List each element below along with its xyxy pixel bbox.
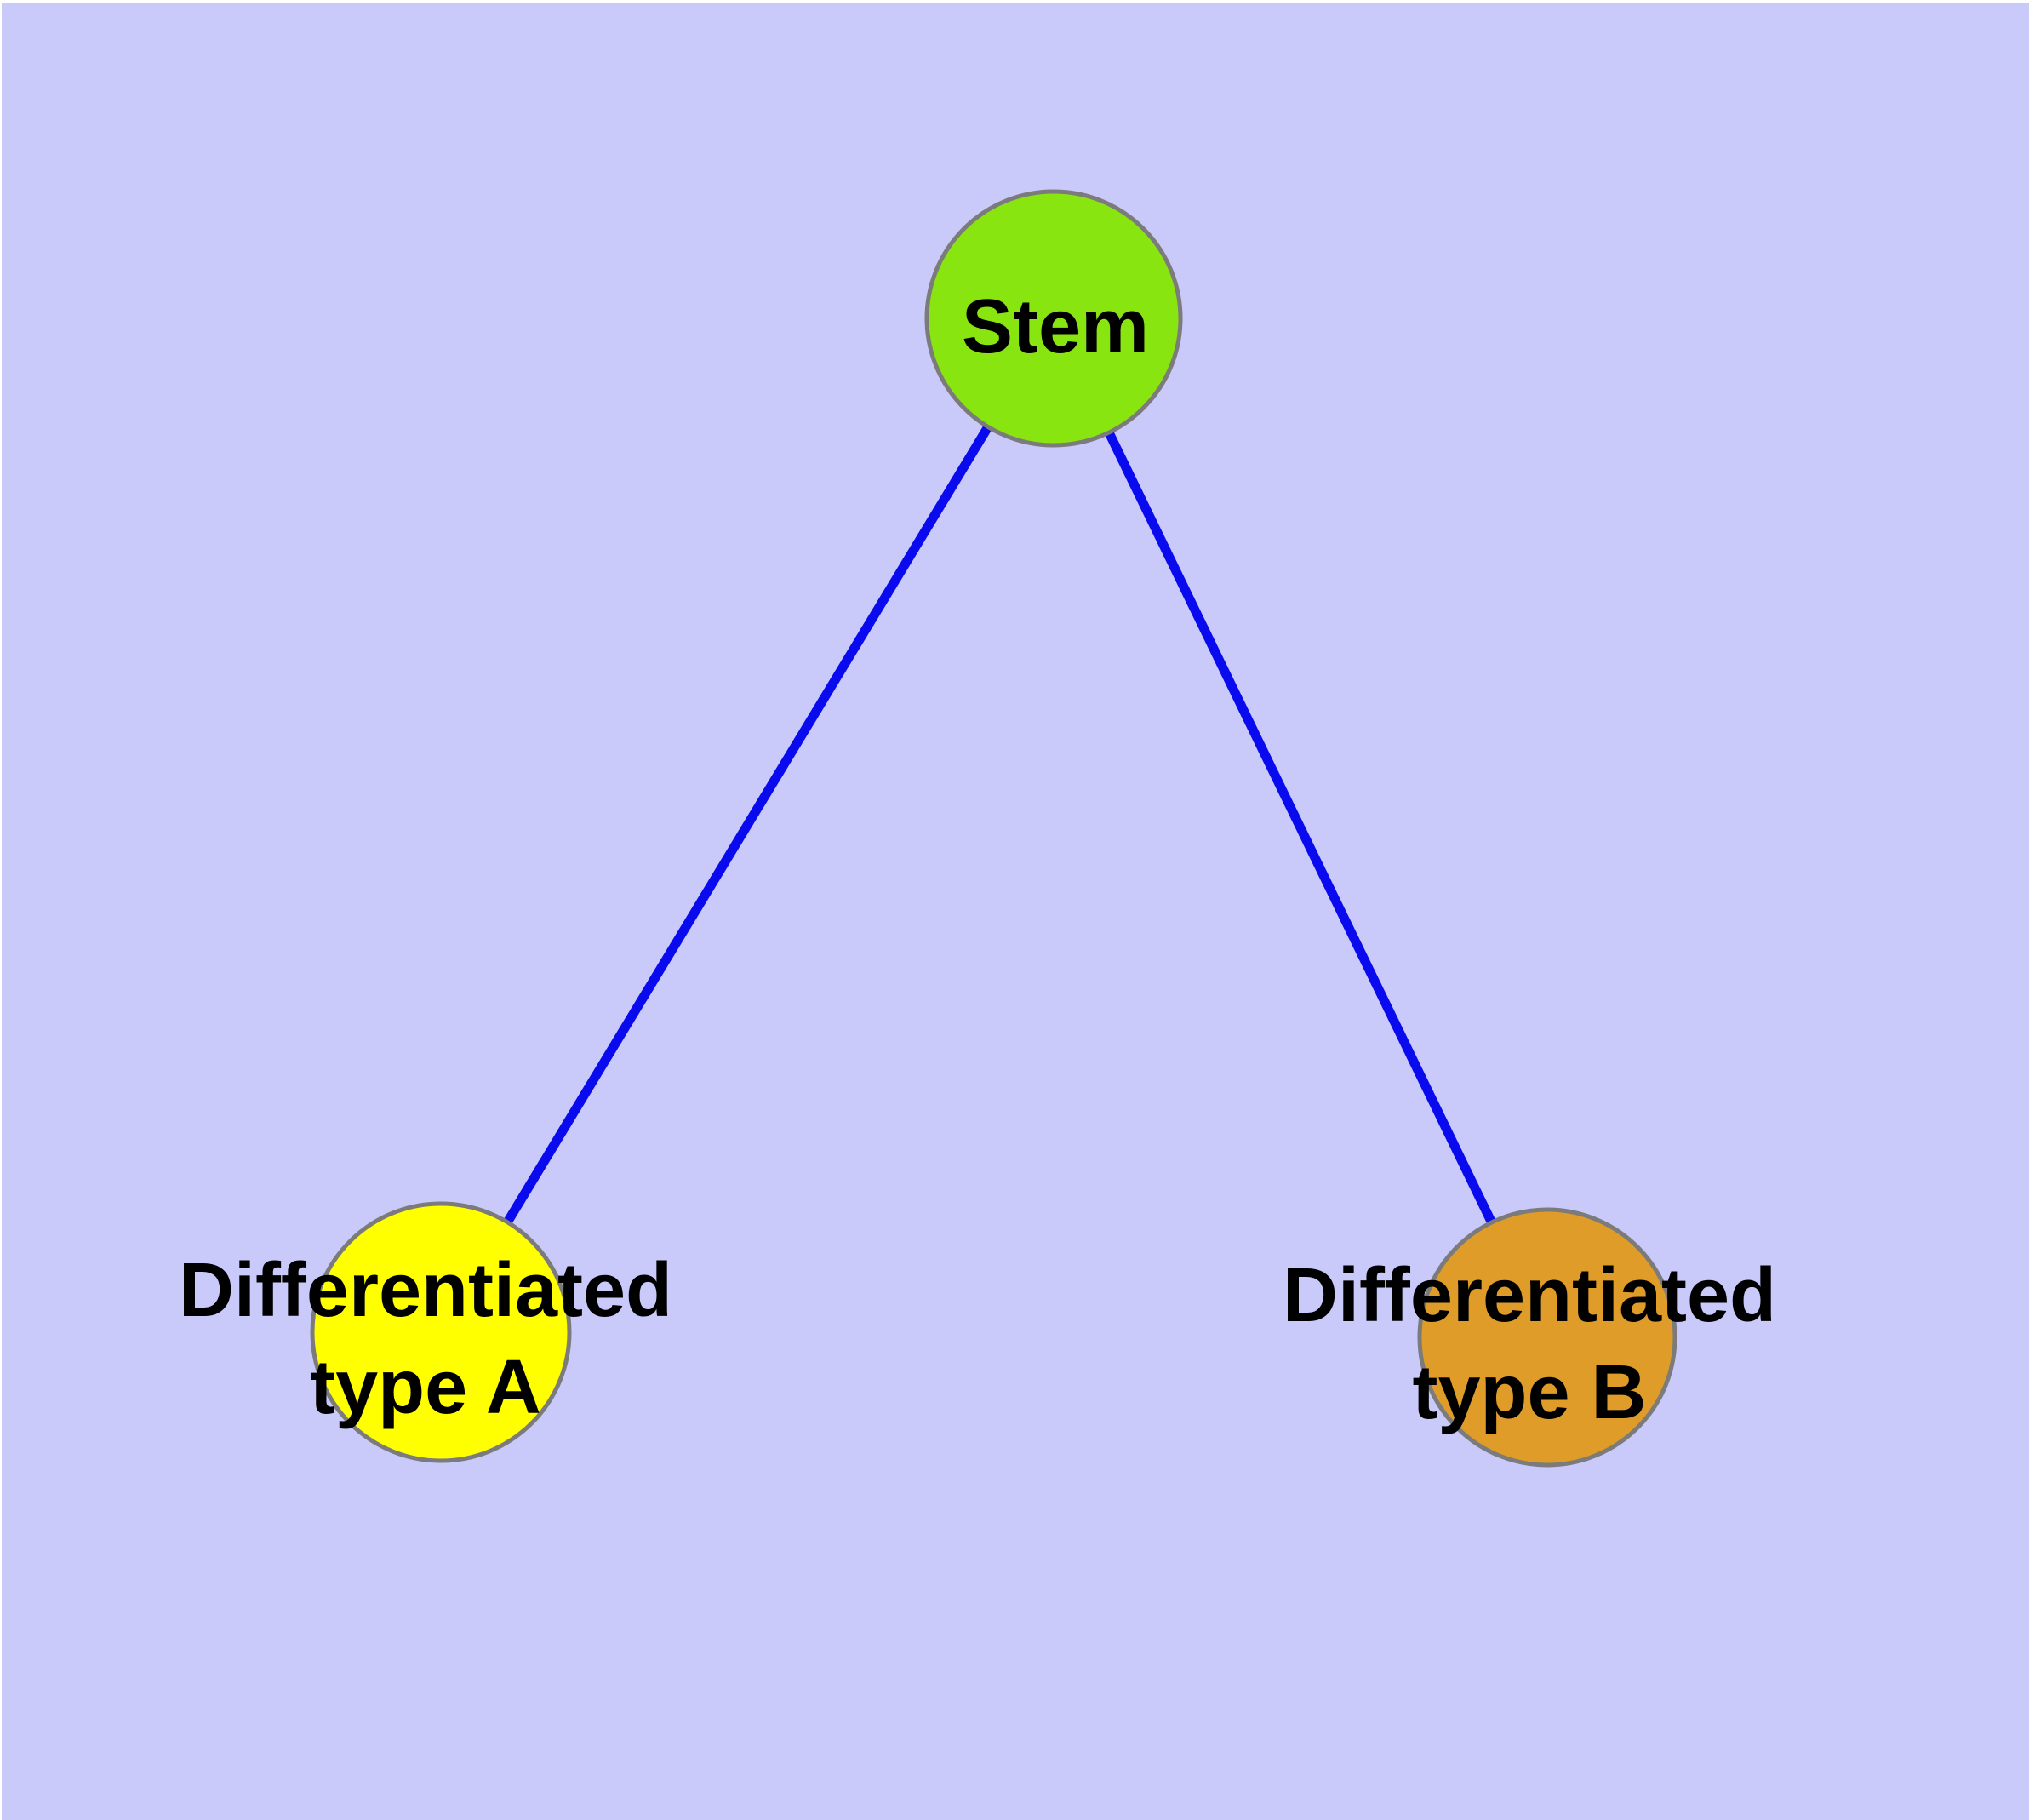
node-differentiated-type-a — [310, 1201, 572, 1463]
label-differentiated-type-b-line-1: Differentiated — [1283, 1253, 1776, 1338]
label-differentiated-type-b: Differentiated type B — [1283, 1253, 1776, 1435]
edge-stem-to-differentiated-type-a — [437, 316, 1058, 1335]
label-stem: Stem — [962, 284, 1149, 369]
label-differentiated-type-b-line-2: type B — [1412, 1350, 1646, 1435]
node-differentiated-type-b — [1417, 1207, 1677, 1468]
label-stem-line-1: Stem — [962, 284, 1149, 369]
edge-stem-to-differentiated-type-b — [1049, 316, 1552, 1340]
label-differentiated-type-a-line-2: type A — [310, 1345, 541, 1430]
label-differentiated-type-a: Differentiated type A — [179, 1248, 672, 1430]
label-differentiated-type-a-line-1: Differentiated — [179, 1248, 672, 1333]
node-layer — [310, 189, 1677, 1468]
node-stem — [924, 189, 1183, 448]
edge-layer — [437, 316, 1552, 1340]
